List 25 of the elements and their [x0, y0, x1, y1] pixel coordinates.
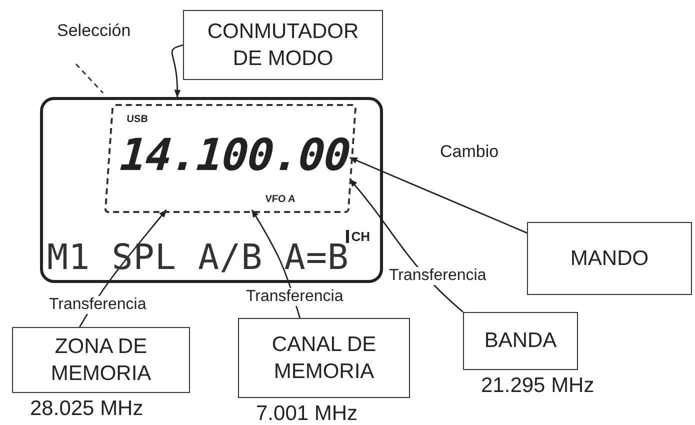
label-box: [238, 318, 410, 398]
edge-label: Transferencia: [48, 296, 148, 314]
edge-label: Transferencia: [388, 267, 488, 285]
mode-indicator: USB: [126, 114, 148, 125]
box-label: CONMUTADOR DE MODO: [206, 18, 360, 72]
box-label: BANDA: [484, 328, 557, 354]
edge-label: Transferencia: [245, 288, 344, 306]
box-label: MANDO: [570, 246, 649, 272]
box-label: ZONA DE MEMORIA: [50, 334, 152, 387]
channel-indicator: CH: [346, 230, 370, 243]
frequency-value: 28.025 MHz: [30, 397, 144, 421]
frequency-value: 21.295 MHz: [481, 374, 594, 398]
label-box: [183, 10, 383, 80]
frequency-value: 7.001 MHz: [256, 402, 358, 425]
label-box: [527, 222, 692, 295]
frequency-area: [104, 104, 357, 213]
box-label: CANAL DE MEMORIA: [270, 332, 378, 385]
frequency-digits: 14.100.00: [118, 134, 352, 178]
arrow: [349, 157, 528, 234]
annotation-text: Selección: [57, 21, 131, 41]
label-box: [463, 312, 578, 370]
vfo-indicator: VFO A: [264, 194, 296, 205]
annotation-text: Cambio: [440, 142, 499, 162]
lcd-display: [40, 97, 383, 283]
label-box: [12, 327, 190, 393]
